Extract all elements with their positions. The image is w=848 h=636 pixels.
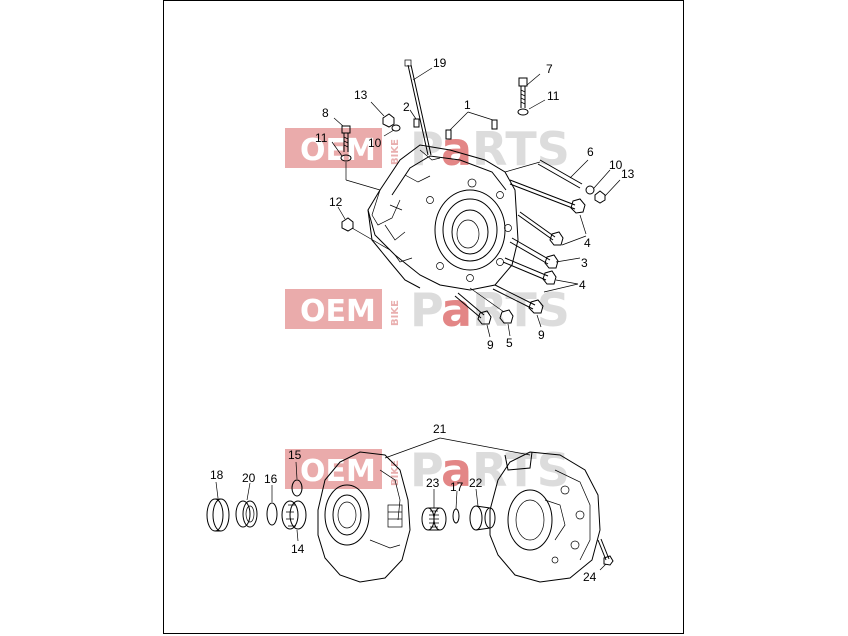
callout-24: 24 [583,570,597,584]
svg-text:a: a [441,443,472,497]
svg-text:BIKE: BIKE [390,300,401,326]
callout-11a: 11 [315,131,328,145]
part-24-bolt [597,538,614,571]
callout-21: 21 [433,422,447,436]
watermark-bottom: OEM BIKE P a RTS [285,443,570,497]
callout-11b: 11 [547,89,560,103]
part-4-bolts-upper [509,179,587,246]
part-12-nut [337,206,391,251]
part-19-dipstick [404,59,433,156]
part-16-snap-ring [266,485,278,526]
callout-18: 18 [210,468,224,482]
part-17-ring [452,490,460,524]
part-18-ring [206,481,230,532]
callout-23: 23 [426,476,440,490]
callout-14: 14 [291,542,305,556]
callout-13a: 13 [354,88,368,102]
part-1-dowels [445,111,498,140]
callout-10b: 10 [609,158,623,172]
svg-text:a: a [441,283,472,337]
svg-text:RTS: RTS [472,443,570,497]
svg-text:RTS: RTS [472,122,570,176]
svg-text:OEM: OEM [300,294,376,329]
svg-text:P: P [410,283,444,337]
watermark-middle: OEM BIKE P a RTS [285,283,570,337]
svg-text:OEM: OEM [300,454,376,489]
part-14-bearing [281,500,307,542]
part-6-stud [504,159,621,204]
part-2-plug [409,109,420,128]
callout-5: 5 [506,336,513,350]
svg-text:RTS: RTS [472,283,570,337]
part-13-nut-left [370,101,401,137]
diagram-frame [163,0,684,634]
callout-13b: 13 [621,167,635,181]
callout-12: 12 [329,195,343,209]
case-half-left [317,451,411,583]
callout-17: 17 [450,480,464,494]
callout-9b: 9 [538,328,545,342]
callout-19: 19 [433,56,447,70]
callout-10a: 10 [368,136,382,150]
callout-6: 6 [587,145,594,159]
callout-7: 7 [546,62,553,76]
callout-8: 8 [322,106,329,120]
watermark-top: OEM BIKE P a RTS [285,122,570,176]
crankcase-upper [367,144,519,291]
callout-20: 20 [242,471,256,485]
callout-22: 22 [469,476,483,490]
part-8-bolt [331,117,381,191]
svg-text:BIKE: BIKE [390,139,401,165]
part-15-seal [291,461,303,497]
part-20-bearing-race [235,482,258,528]
part-4-bolts-lower [502,257,579,293]
svg-text:BIKE: BIKE [390,460,401,486]
callout-16: 16 [264,472,278,486]
part-21-leader [384,437,531,459]
callout-4a: 4 [584,236,591,250]
svg-text:P: P [410,443,444,497]
callout-2: 2 [403,100,410,114]
case-half-right [489,451,601,583]
part-3-bolt [509,237,581,269]
part-23-needle-bearing [421,489,447,531]
callout-3: 3 [581,256,588,270]
part-7-bolt [517,73,546,116]
callout-1: 1 [464,98,471,112]
callout-4b: 4 [579,278,586,292]
part-9-bolts [454,284,544,338]
callout-15: 15 [288,448,302,462]
callout-labels: 1 2 3 4 4 5 6 7 8 9 9 10 10 11 11 12 13 … [210,56,635,584]
callout-9a: 9 [487,338,494,352]
